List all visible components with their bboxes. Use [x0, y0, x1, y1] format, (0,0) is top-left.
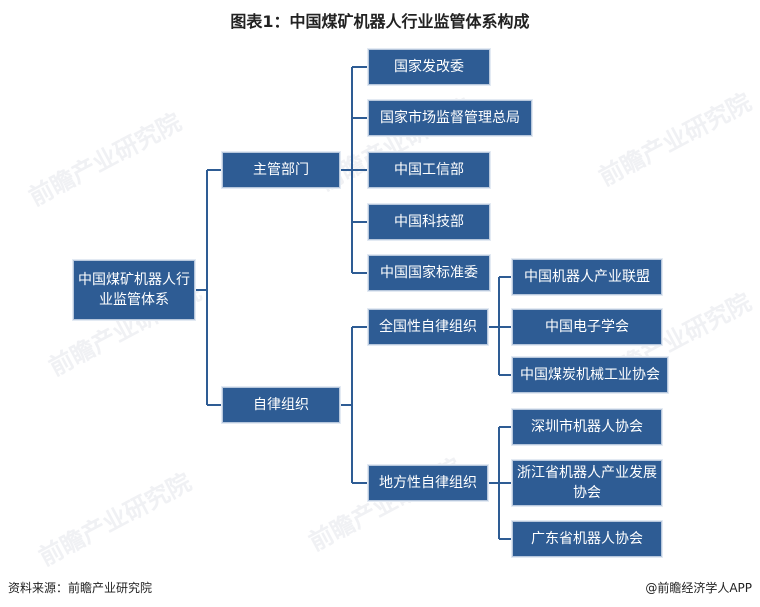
node-national-item: 中国机器人产业联盟: [512, 259, 662, 295]
node-gov-item: 国家市场监督管理总局: [368, 100, 532, 136]
chart-title: 图表1：中国煤矿机器人行业监管体系构成: [230, 12, 530, 31]
node-local-item: 浙江省机器人产业发展协会: [512, 460, 662, 506]
node-national-item: 中国电子学会: [512, 309, 662, 345]
node-gov-item: 中国科技部: [368, 204, 490, 240]
root-node: 中国煤矿机器人行业监管体系: [73, 260, 195, 320]
node-local-item: 广东省机器人协会: [512, 521, 662, 557]
node-local-item: 深圳市机器人协会: [512, 409, 662, 445]
node-national: 全国性自律组织: [368, 309, 488, 345]
brand-note: @前瞻经济学人APP: [645, 581, 752, 595]
node-self: 自律组织: [222, 387, 340, 423]
node-gov: 主管部门: [222, 152, 340, 188]
node-national-item: 中国煤炭机械工业协会: [512, 357, 668, 393]
source-note: 资料来源：前瞻产业研究院: [8, 581, 153, 595]
node-local: 地方性自律组织: [368, 465, 488, 501]
node-gov-item: 中国工信部: [368, 152, 490, 188]
node-gov-item: 国家发改委: [368, 49, 490, 85]
node-gov-item: 中国国家标准委: [368, 255, 490, 291]
